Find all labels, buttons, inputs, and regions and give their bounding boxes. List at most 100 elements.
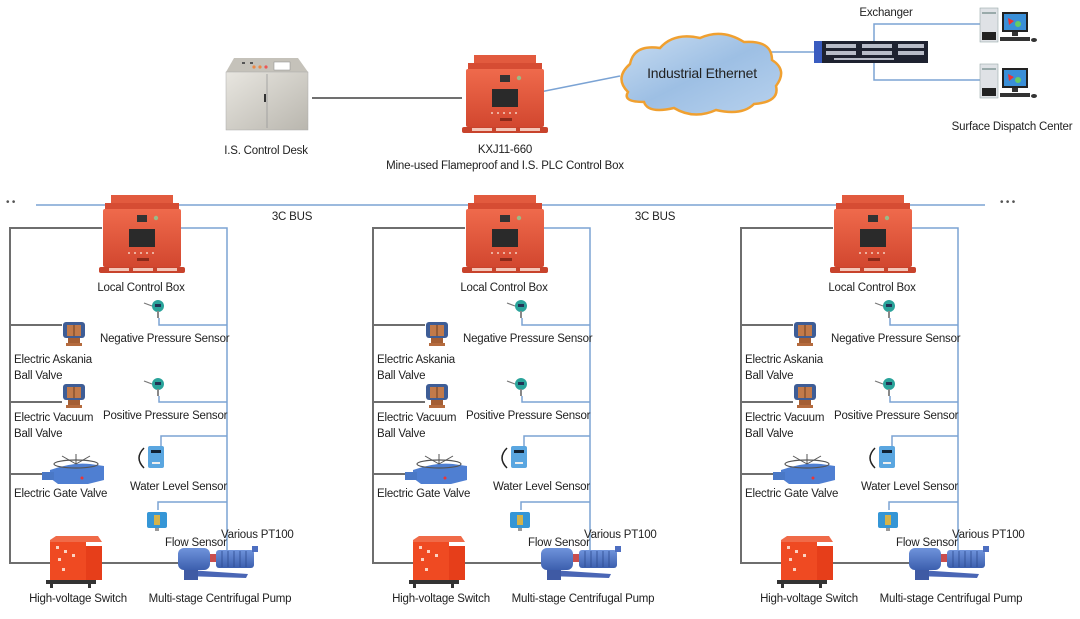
centrifugal-pump-icon — [908, 545, 990, 581]
high-voltage-switch-label: High-voltage Switch — [29, 593, 127, 605]
local-control-box-icon — [99, 195, 185, 273]
water-level-sensor-icon — [138, 445, 165, 469]
water-level-sensor-icon — [869, 445, 896, 469]
negative-pressure-sensor-label: Negative Pressure Sensor — [831, 333, 961, 345]
negative-pressure-sensor-icon — [874, 299, 896, 319]
negative-pressure-wire — [889, 318, 958, 326]
exchanger-pc2-link — [873, 60, 980, 81]
exchanger-pc1-link — [873, 23, 980, 46]
negative-pressure-sensor-label: Negative Pressure Sensor — [463, 333, 593, 345]
centrifugal-pump-icon — [177, 545, 259, 581]
local-unit — [372, 195, 622, 588]
askania-ball-valve-label: Electric Askania Ball Valve — [377, 354, 455, 382]
pt100-label: Various PT100 — [221, 529, 294, 541]
vacuum-ball-valve-icon — [62, 383, 86, 409]
flow-sensor-label: Flow Sensor — [528, 537, 590, 549]
high-voltage-switch-icon — [409, 536, 465, 588]
positive-pressure-wire — [889, 396, 958, 403]
signal-trunk-wire — [541, 227, 591, 555]
flow-sensor-icon — [147, 512, 167, 531]
signal-trunk-wire — [909, 227, 959, 555]
plc-box-model-label: KXJ11-660 — [477, 144, 533, 156]
local-unit — [9, 195, 259, 588]
positive-pressure-sensor-icon — [506, 377, 528, 397]
control-desk-icon — [225, 58, 309, 131]
surface-dispatch-center-label: Surface Dispatch Center — [951, 121, 1073, 133]
plc-box-description-label: Mine-used Flameproof and I.S. PLC Contro… — [386, 160, 624, 172]
industrial-ethernet-label: Industrial Ethernet — [647, 65, 757, 81]
gate-valve-label: Electric Gate Valve — [377, 488, 471, 500]
flow-sensor-wire — [520, 501, 590, 510]
plc-control-box-icon — [462, 55, 548, 133]
desktop-computer-icon — [979, 7, 1038, 43]
pt100-label: Various PT100 — [584, 529, 657, 541]
local-unit — [740, 195, 990, 588]
water-level-sensor-icon — [501, 445, 528, 469]
water-level-sensor-label: Water Level Sensor — [130, 481, 227, 493]
negative-pressure-sensor-icon — [506, 299, 528, 319]
centrifugal-pump-label: Multi-stage Centrifugal Pump — [148, 593, 292, 605]
askania-ball-valve-icon — [793, 321, 817, 347]
gate-valve-icon — [772, 453, 836, 485]
cloud-icon — [620, 32, 783, 116]
control-desk-label: I.S. Control Desk — [224, 145, 308, 157]
flow-sensor-label: Flow Sensor — [165, 537, 227, 549]
askania-ball-valve-icon — [62, 321, 86, 347]
gate-valve-icon — [404, 453, 468, 485]
high-voltage-switch-icon — [46, 536, 102, 588]
vacuum-ball-valve-icon — [793, 383, 817, 409]
askania-ball-valve-label: Electric Askania Ball Valve — [745, 354, 823, 382]
positive-pressure-sensor-label: Positive Pressure Sensor — [834, 410, 959, 422]
pt100-label: Various PT100 — [952, 529, 1025, 541]
vacuum-ball-valve-label: Electric Vacuum Ball Valve — [14, 412, 94, 440]
local-control-box-icon — [462, 195, 548, 273]
local-control-box-label: Local Control Box — [97, 282, 185, 294]
3c-bus-label: 3C BUS — [634, 211, 676, 223]
askania-ball-valve-icon — [425, 321, 449, 347]
vacuum-ball-valve-label: Electric Vacuum Ball Valve — [377, 412, 457, 440]
signal-trunk-wire — [178, 227, 228, 555]
positive-pressure-wire — [158, 396, 227, 403]
desktop-computer-icon — [979, 63, 1038, 99]
flow-sensor-label: Flow Sensor — [896, 537, 958, 549]
bus-ellipsis-left: • • — [6, 197, 16, 208]
negative-pressure-sensor-icon — [143, 299, 165, 319]
gate-valve-icon — [41, 453, 105, 485]
exchanger-label: Exchanger — [859, 7, 913, 19]
local-control-box-label: Local Control Box — [828, 282, 916, 294]
water-level-sensor-label: Water Level Sensor — [861, 481, 958, 493]
centrifugal-pump-icon — [540, 545, 622, 581]
positive-pressure-sensor-label: Positive Pressure Sensor — [103, 410, 228, 422]
high-voltage-switch-icon — [777, 536, 833, 588]
centrifugal-pump-label: Multi-stage Centrifugal Pump — [511, 593, 655, 605]
3c-bus-label: 3C BUS — [271, 211, 313, 223]
local-control-box-icon — [830, 195, 916, 273]
negative-pressure-sensor-label: Negative Pressure Sensor — [100, 333, 230, 345]
local-units — [9, 195, 990, 588]
flow-sensor-wire — [888, 501, 958, 510]
vacuum-ball-valve-label: Electric Vacuum Ball Valve — [745, 412, 825, 440]
positive-pressure-sensor-icon — [874, 377, 896, 397]
high-voltage-switch-label: High-voltage Switch — [760, 593, 858, 605]
water-level-wire — [523, 435, 590, 447]
positive-pressure-sensor-label: Positive Pressure Sensor — [466, 410, 591, 422]
high-voltage-switch-label: High-voltage Switch — [392, 593, 490, 605]
negative-pressure-wire — [158, 318, 227, 326]
water-level-wire — [891, 435, 958, 447]
flow-sensor-icon — [878, 512, 898, 531]
network-switch-icon — [814, 41, 928, 63]
water-level-sensor-label: Water Level Sensor — [493, 481, 590, 493]
positive-pressure-sensor-icon — [143, 377, 165, 397]
vacuum-ball-valve-icon — [425, 383, 449, 409]
gate-valve-label: Electric Gate Valve — [745, 488, 839, 500]
flow-sensor-wire — [157, 501, 227, 510]
negative-pressure-wire — [521, 318, 590, 326]
water-level-wire — [160, 435, 227, 447]
gate-valve-label: Electric Gate Valve — [14, 488, 108, 500]
flow-sensor-icon — [510, 512, 530, 531]
local-control-box-label: Local Control Box — [460, 282, 548, 294]
centrifugal-pump-label: Multi-stage Centrifugal Pump — [879, 593, 1023, 605]
plc-ethernet-link — [539, 75, 621, 93]
positive-pressure-wire — [521, 396, 590, 403]
